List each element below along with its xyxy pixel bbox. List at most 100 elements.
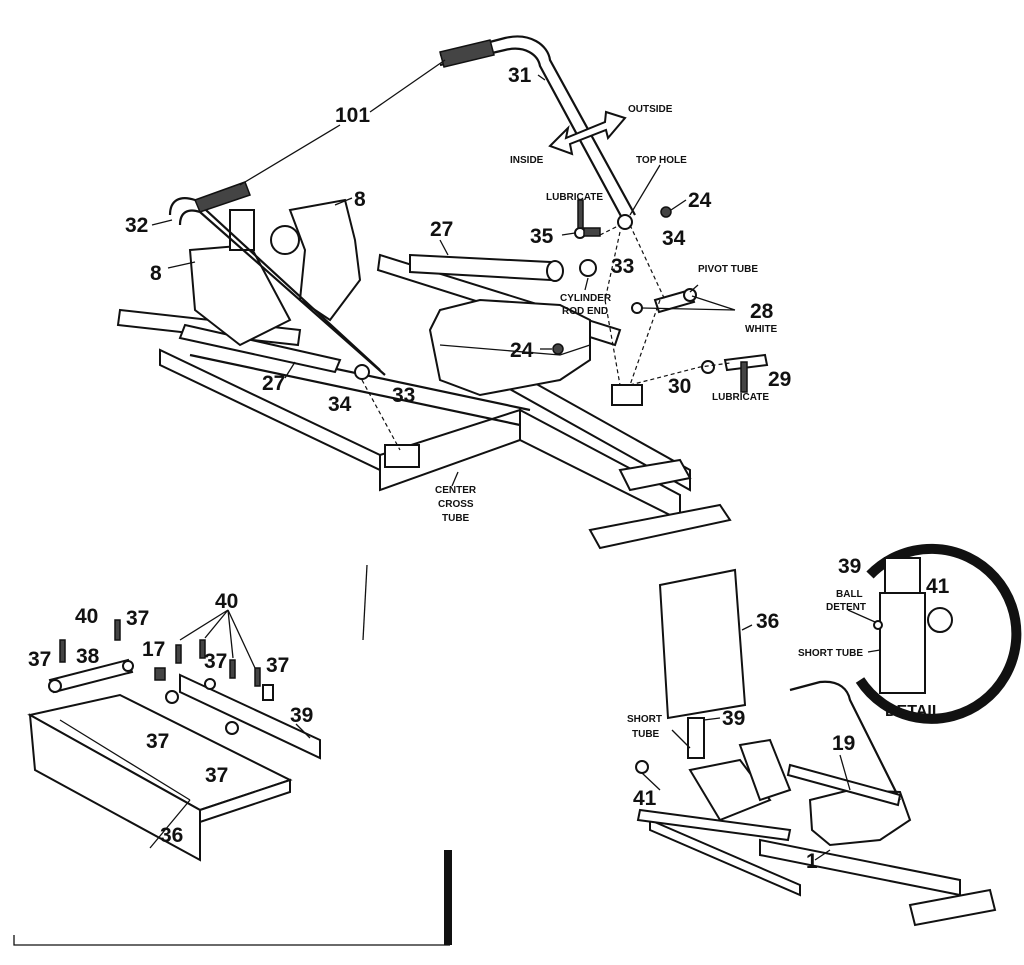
cylinder-rod-end-part bbox=[579, 259, 597, 277]
bracket-37c bbox=[165, 690, 179, 704]
lubricate-grease-mark-top bbox=[577, 199, 584, 229]
washer-28b bbox=[631, 302, 643, 314]
callout-37-b: 37 bbox=[28, 648, 51, 671]
label-detent: DETENT bbox=[826, 602, 866, 613]
left-handlebar-grip bbox=[194, 181, 251, 213]
bracket-37b bbox=[122, 660, 134, 672]
bolt-35 bbox=[583, 227, 601, 237]
callout-8-right: 8 bbox=[354, 188, 366, 211]
callout-37-e: 37 bbox=[146, 730, 169, 753]
callout-41-detail: 41 bbox=[926, 575, 950, 598]
label-outside: OUTSIDE bbox=[628, 104, 673, 115]
main-assembly bbox=[116, 35, 769, 550]
scan-artifact-line bbox=[362, 564, 368, 641]
assembled-view bbox=[635, 568, 997, 927]
small-footrest-2 bbox=[738, 738, 792, 802]
backrest-post bbox=[687, 717, 705, 759]
leader-32 bbox=[151, 219, 173, 226]
left-mount-bracket bbox=[384, 444, 420, 468]
label-short: SHORT bbox=[627, 714, 662, 725]
footrest-pivot-knob bbox=[270, 225, 300, 255]
leader-pivot-tube bbox=[689, 284, 699, 293]
right-handlebar bbox=[439, 35, 636, 216]
callout-39-backrest: 39 bbox=[290, 704, 313, 727]
leader-27-right bbox=[439, 239, 449, 256]
callout-33-left: 33 bbox=[392, 384, 415, 407]
bushing-top bbox=[617, 214, 633, 230]
callout-39-assembled: 39 bbox=[722, 707, 745, 730]
label-cross: CROSS bbox=[438, 499, 474, 510]
bolt-40d bbox=[199, 639, 206, 659]
callout-17: 17 bbox=[142, 638, 165, 661]
detail-short-tube bbox=[879, 592, 926, 694]
small-knob-41 bbox=[635, 760, 649, 774]
bolt-40b bbox=[114, 619, 121, 641]
callout-27-left: 27 bbox=[262, 372, 285, 395]
rear-base-foot bbox=[588, 503, 732, 550]
callout-38: 38 bbox=[76, 645, 100, 668]
label-top-hole: TOP HOLE bbox=[636, 155, 687, 166]
callout-19: 19 bbox=[832, 732, 855, 755]
callout-24-top: 24 bbox=[688, 189, 712, 212]
bolts-40 bbox=[59, 619, 261, 687]
leader-24-top bbox=[670, 199, 687, 211]
backrest-pad-side bbox=[28, 713, 201, 862]
bolt-40f bbox=[254, 667, 261, 687]
callout-101: 101 bbox=[335, 104, 370, 127]
leader-top-hole bbox=[629, 164, 661, 216]
leader-35 bbox=[561, 232, 576, 236]
detail-circle bbox=[855, 543, 1022, 724]
callout-35: 35 bbox=[530, 225, 554, 248]
bracket-37f bbox=[262, 684, 274, 701]
right-handlebar-inner bbox=[439, 47, 623, 219]
leader-ball-detent bbox=[847, 609, 876, 623]
callout-8-left: 8 bbox=[150, 262, 162, 285]
label-tube: TUBE bbox=[442, 513, 470, 524]
bracket-37a bbox=[48, 679, 62, 693]
label-ball: BALL bbox=[836, 589, 863, 600]
leader-39-backrest bbox=[295, 723, 311, 739]
bolt-40e bbox=[229, 659, 236, 679]
detail-knob-41 bbox=[927, 607, 953, 633]
leader-101-right bbox=[369, 59, 446, 113]
callout-29: 29 bbox=[768, 368, 791, 391]
callout-numbers: 101 31 32 8 8 27 27 35 33 33 34 34 24 24… bbox=[28, 64, 950, 873]
leader-short-tube bbox=[671, 729, 691, 749]
callout-33-top: 33 bbox=[611, 255, 634, 278]
callout-40-left: 40 bbox=[75, 605, 98, 628]
callout-34-top: 34 bbox=[662, 227, 686, 250]
backrest-pad-front bbox=[199, 778, 291, 824]
scan-artifact-border bbox=[13, 935, 450, 946]
knob-17 bbox=[154, 667, 166, 681]
footrest-right bbox=[288, 198, 362, 322]
leader-8-right bbox=[334, 197, 353, 206]
dashed-assembly-right bbox=[629, 362, 731, 386]
label-short-tube-detail: SHORT TUBE bbox=[798, 648, 863, 659]
bracket-37d bbox=[225, 721, 239, 735]
backrest-pad-assembled bbox=[658, 568, 747, 720]
side-rail bbox=[189, 353, 521, 427]
detail-tube-39 bbox=[884, 557, 921, 594]
right-mount-bracket bbox=[611, 384, 643, 406]
inside-outside-arrow bbox=[548, 110, 627, 156]
lubricate-grease-mark-bottom bbox=[740, 361, 748, 393]
leader-39-assembled bbox=[703, 717, 721, 721]
callout-37-c: 37 bbox=[204, 650, 227, 673]
dashed-assembly-pivot bbox=[629, 299, 661, 386]
small-hydraulic-right bbox=[786, 763, 902, 807]
bushing-33 bbox=[354, 364, 370, 380]
leader-cylinder-rod-end bbox=[584, 277, 589, 291]
label-inside: INSIDE bbox=[510, 155, 544, 166]
leader-36-backrest bbox=[149, 799, 191, 849]
label-cylinder: CYLINDER bbox=[560, 293, 612, 304]
callout-27-right: 27 bbox=[430, 218, 453, 241]
small-rear-foot bbox=[908, 888, 997, 927]
leader-8-left bbox=[167, 261, 196, 269]
cylinder-end bbox=[546, 260, 564, 282]
callout-36-backrest: 36 bbox=[160, 824, 183, 847]
seat-edge bbox=[439, 344, 591, 356]
dashed-assembly-top bbox=[629, 224, 666, 301]
seat bbox=[428, 298, 591, 397]
callout-32: 32 bbox=[125, 214, 148, 237]
